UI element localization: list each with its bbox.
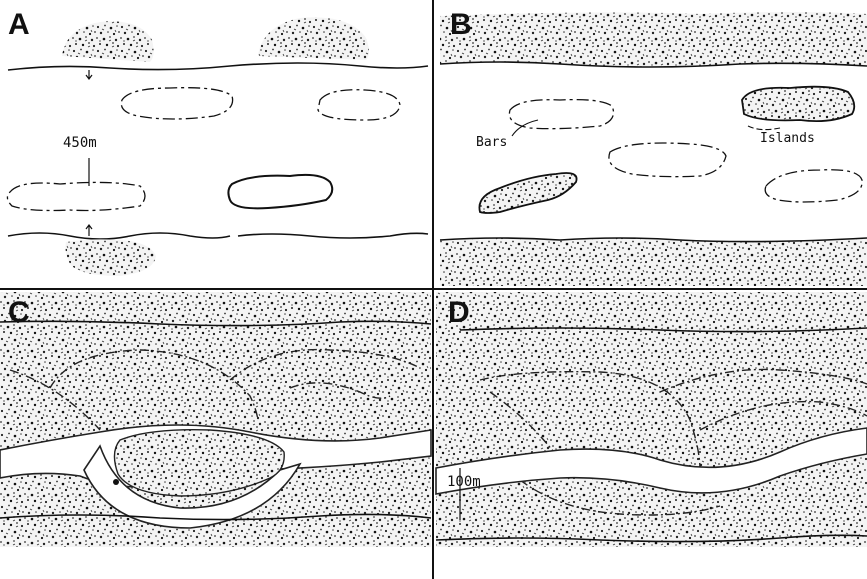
islands-leader-b <box>748 126 780 130</box>
submerged-bar-a-3 <box>7 182 145 210</box>
left-bank-a <box>8 63 428 70</box>
floodplain-top-b <box>440 12 867 67</box>
submerged-bar-a-1 <box>121 88 232 119</box>
bars-label: Bars <box>476 135 507 150</box>
panel-d-letter: D <box>448 296 470 329</box>
scale-label-d: 100m <box>447 474 481 490</box>
floodplain-patch-a-bottom <box>66 239 157 276</box>
scale-label-a: 450m <box>63 135 97 151</box>
bar-b-3 <box>765 170 862 202</box>
island-b-2 <box>479 173 576 213</box>
submerged-bar-a-2 <box>318 90 400 120</box>
panel-c: C <box>0 292 431 547</box>
exposed-bar-a <box>228 175 332 208</box>
floodplain-patch-a-top-left <box>62 21 154 62</box>
panel-a: A 450m <box>7 8 428 276</box>
floodplain-bottom-b <box>440 238 867 286</box>
marker-dot-c <box>113 479 119 485</box>
floodplain-patch-a-top-right <box>258 17 369 60</box>
islands-label: Islands <box>760 131 815 146</box>
panel-b: B Bars Islands <box>440 8 867 286</box>
right-bank-a <box>8 233 428 239</box>
arrow-bottom-a <box>86 225 92 236</box>
bar-b-2 <box>609 143 726 177</box>
panel-a-letter: A <box>8 8 30 41</box>
island-b-1 <box>742 87 854 121</box>
panel-d: 100m D <box>436 292 867 547</box>
panel-b-letter: B <box>450 8 472 41</box>
panel-c-letter: C <box>8 296 30 329</box>
bars-leader-b <box>512 120 538 136</box>
arrow-top-a <box>86 70 92 79</box>
